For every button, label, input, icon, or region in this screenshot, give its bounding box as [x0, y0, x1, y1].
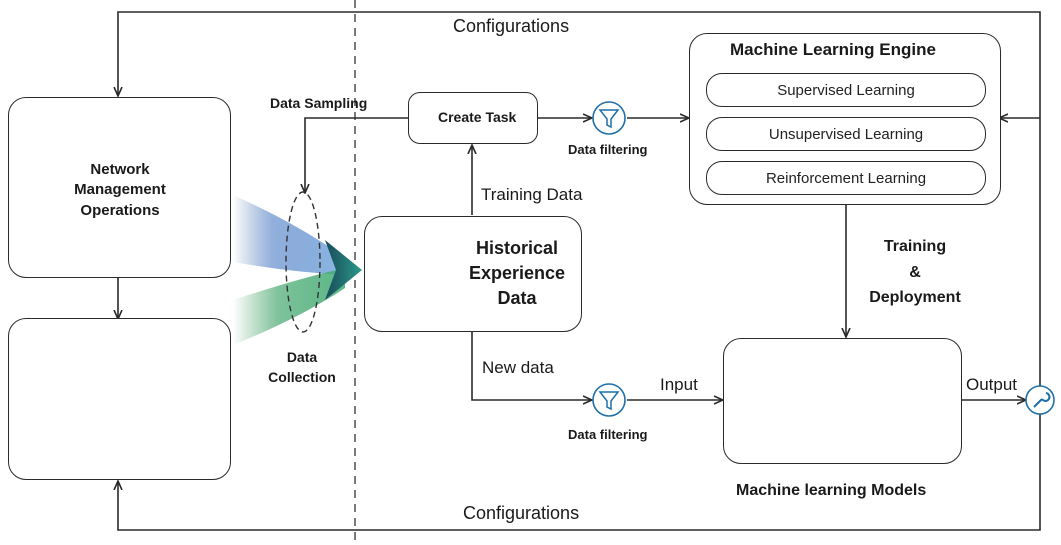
training-deployment-label: Training & Deployment	[869, 238, 961, 307]
training-data-label: Training Data	[481, 185, 583, 204]
top-config-label: Configurations	[453, 16, 570, 36]
filter-top-label: Data filtering	[568, 142, 648, 157]
top-config-arrow	[118, 11, 1041, 390]
network-ops-box	[8, 97, 231, 278]
filter-bottom-label: Data filtering	[568, 427, 648, 442]
data-collection-label: Data Collection	[268, 349, 336, 385]
bottom-config-label: Configurations	[463, 503, 580, 523]
blue-beam	[233, 195, 345, 275]
reinforcement-learning-item[interactable]: Reinforcement Learning	[706, 161, 986, 195]
ml-engine-title: Machine Learning Engine	[730, 40, 936, 59]
collection-arrowhead	[325, 240, 362, 300]
sampling-arrow	[305, 117, 408, 192]
ml-models-box	[723, 338, 962, 464]
historical-data-label: Historical Experience Data	[468, 238, 566, 309]
new-data-label: New data	[482, 358, 554, 377]
physical-network-box	[8, 318, 231, 480]
wrench-icon	[1025, 385, 1055, 415]
filter-icon-top	[592, 101, 626, 135]
network-ops-label: Network Management Operations	[74, 161, 166, 219]
historical-data-box	[364, 216, 582, 332]
data-sampling-label: Data Sampling	[270, 95, 368, 111]
new-data-arrow	[471, 332, 591, 400]
output-label: Output	[966, 375, 1018, 394]
green-beam	[233, 268, 345, 345]
unsupervised-learning-item[interactable]: Unsupervised Learning	[706, 117, 986, 151]
supervised-learning-item[interactable]: Supervised Learning	[706, 73, 986, 107]
input-label: Input	[660, 375, 698, 394]
filter-icon-bottom	[592, 383, 626, 417]
create-task-label: Create Task	[438, 109, 517, 125]
bottom-config-arrow	[118, 412, 1041, 531]
ml-models-label: Machine learning Models	[736, 482, 927, 499]
create-task-box[interactable]	[408, 92, 538, 144]
